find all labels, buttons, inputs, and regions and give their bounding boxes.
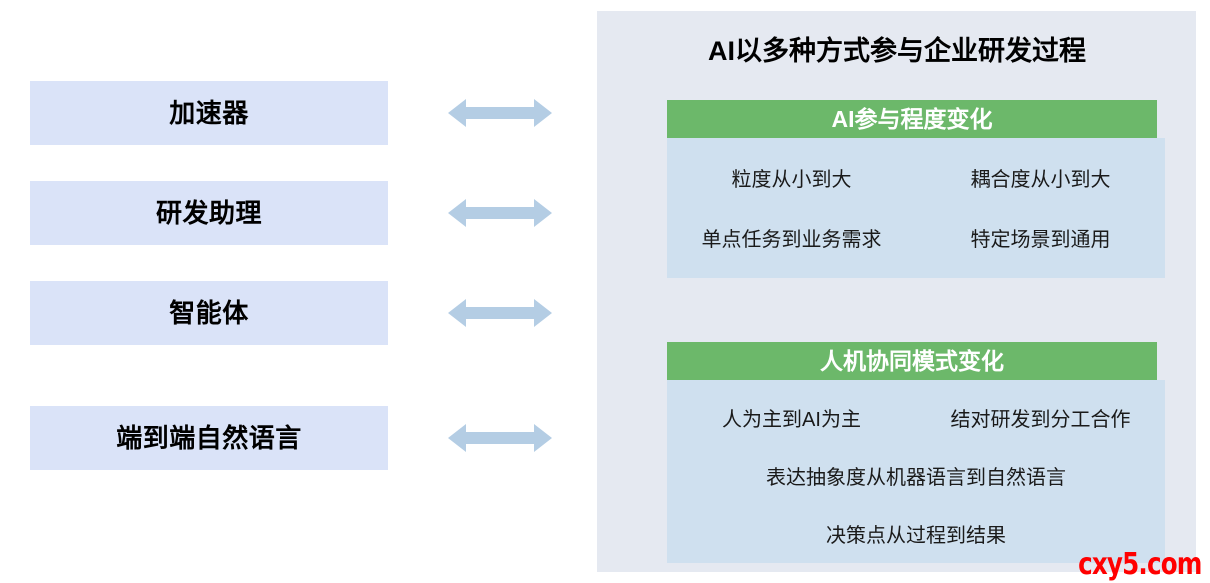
stage-label: 端到端自然语言 [116,423,302,453]
page-title: AI以多种方式参与企业研发过程 [708,36,1086,66]
watermark: cxy5.com [1078,547,1202,582]
stage-row: 端到端自然语言 [0,406,597,470]
stage-label: 加速器 [169,98,249,128]
section-human-ai-collaboration: 人机协同模式变化 人为主到AI为主 结对研发到分工合作 表达抽象度从机器语言到自… [667,342,1165,563]
section-header: AI参与程度变化 [667,100,1157,138]
section-body: 人为主到AI为主 结对研发到分工合作 表达抽象度从机器语言到自然语言 决策点从过… [667,380,1165,563]
section-item: 表达抽象度从机器语言到自然语言 [766,467,1066,489]
stage-row: 智能体 [0,281,597,345]
stage-box-end-to-end-natural-language[interactable]: 端到端自然语言 [30,406,388,470]
stage-label: 研发助理 [155,198,262,228]
section-item: 单点任务到业务需求 [701,229,882,251]
section-item: 粒度从小到大 [731,169,852,191]
section-row: 表达抽象度从机器语言到自然语言 [667,468,1165,488]
section-row: 人为主到AI为主 结对研发到分工合作 [667,410,1165,430]
stage-box-rd-assistant[interactable]: 研发助理 [30,181,388,245]
double-headed-arrow-icon [448,99,552,127]
double-headed-arrow-icon [448,424,552,452]
section-item: 结对研发到分工合作 [950,409,1131,431]
double-headed-arrow-icon [448,299,552,327]
detail-panel: AI以多种方式参与企业研发过程 AI参与程度变化 粒度从小到大 耦合度从小到大 … [597,11,1196,572]
section-body: 粒度从小到大 耦合度从小到大 单点任务到业务需求 特定场景到通用 [667,138,1165,278]
stage-ladder: 加速器 研发助理 智能体 端到端自然语言 [0,0,597,583]
stage-label: 智能体 [169,298,249,328]
section-row: 单点任务到业务需求 特定场景到通用 [667,230,1165,250]
stage-row: 加速器 [0,81,597,145]
section-item: 耦合度从小到大 [970,169,1111,191]
stage-row: 研发助理 [0,181,597,245]
section-header-label: 人机协同模式变化 [820,347,1004,374]
section-row: 粒度从小到大 耦合度从小到大 [667,170,1165,190]
double-headed-arrow-icon [448,199,552,227]
section-item: 特定场景到通用 [970,229,1111,251]
stage-box-agent[interactable]: 智能体 [30,281,388,345]
section-header-label: AI参与程度变化 [831,105,993,132]
section-ai-involvement: AI参与程度变化 粒度从小到大 耦合度从小到大 单点任务到业务需求 特定场景到通… [667,100,1165,278]
section-item: 人为主到AI为主 [722,409,861,431]
section-header: 人机协同模式变化 [667,342,1157,380]
stage-box-accelerator[interactable]: 加速器 [30,81,388,145]
section-row: 决策点从过程到结果 [667,526,1165,546]
section-item: 决策点从过程到结果 [826,525,1006,547]
